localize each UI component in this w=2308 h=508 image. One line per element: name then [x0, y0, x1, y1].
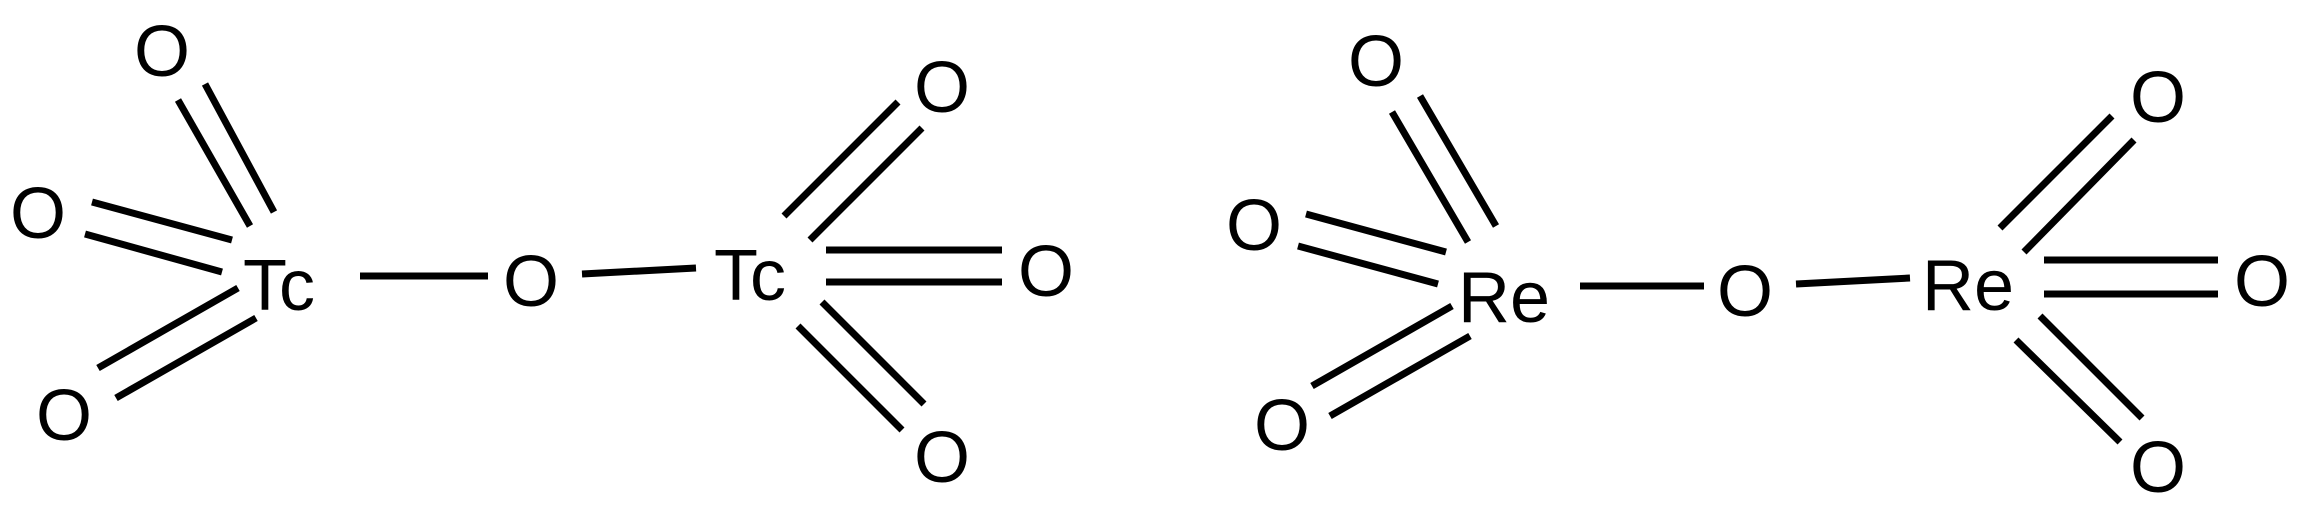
- tc-left-bonds: [84, 82, 697, 402]
- double-bond: [84, 230, 223, 276]
- double-bond: [1416, 94, 1500, 228]
- re-right-bonds: [1997, 113, 2218, 445]
- double-bond: [1297, 242, 1439, 288]
- re-left-bonds: [1297, 94, 1911, 420]
- re-left-oxo-top: O: [1348, 22, 1404, 102]
- double-bond: [2021, 137, 2137, 255]
- tc-right-atom: Tc: [714, 236, 786, 316]
- double-bond: [795, 323, 905, 433]
- double-bond: [174, 98, 254, 228]
- double-bond: [91, 198, 233, 244]
- double-bond: [2037, 313, 2145, 421]
- double-bond: [781, 99, 901, 219]
- double-bond: [2013, 337, 2123, 445]
- re-left-atom: Re: [1458, 258, 1550, 338]
- tc-left-oxo-bottom: O: [36, 376, 92, 456]
- double-bond: [96, 284, 240, 372]
- double-bond: [1305, 210, 1447, 256]
- tc-left-oxo-middle: O: [10, 174, 66, 254]
- double-bond: [1997, 113, 2115, 231]
- tc2o7-molecule: Tc Tc O O O O O O O: [10, 12, 1074, 498]
- bridging-oxygen-atom: O: [503, 242, 559, 322]
- bridging-oxygen-atom: O: [1717, 252, 1773, 332]
- double-bond: [1388, 110, 1472, 244]
- double-bond: [819, 299, 927, 407]
- re-right-oxo-bottom: O: [2130, 428, 2186, 508]
- re2o7-molecule: Re Re O O O O O O O: [1226, 22, 2290, 508]
- single-bond: [1795, 274, 1911, 288]
- double-bond: [201, 82, 278, 214]
- tc-right-oxo-top: O: [914, 48, 970, 128]
- re-left-oxo-bottom: O: [1254, 386, 1310, 466]
- tc-left-atom: Tc: [243, 246, 315, 326]
- re-right-oxo-middle: O: [2234, 242, 2290, 322]
- tc-right-oxo-bottom: O: [914, 418, 970, 498]
- tc-right-bonds: [781, 99, 1002, 433]
- double-bond: [1328, 332, 1472, 420]
- double-bond: [1310, 302, 1454, 390]
- re-right-atom: Re: [1922, 246, 2014, 326]
- tc-left-oxo-top: O: [134, 12, 190, 92]
- re-right-oxo-top: O: [2130, 58, 2186, 138]
- tc-right-oxo-middle: O: [1018, 232, 1074, 312]
- double-bond: [114, 314, 258, 402]
- double-bond: [807, 125, 925, 243]
- single-bond: [581, 264, 697, 278]
- re-left-oxo-middle: O: [1226, 186, 1282, 266]
